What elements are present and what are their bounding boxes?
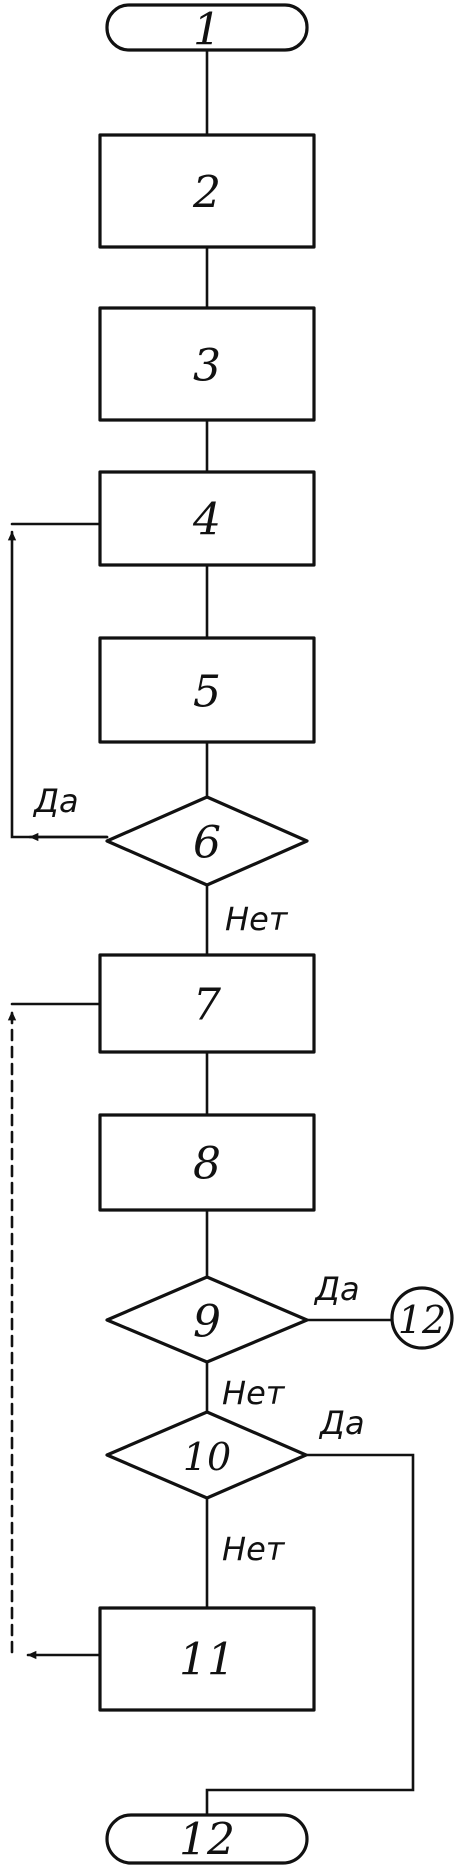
decision-9 bbox=[105, 1275, 309, 1364]
process-block-8 bbox=[98, 1113, 316, 1212]
decision-10-yes-label: Да bbox=[318, 1404, 365, 1442]
decision-10 bbox=[105, 1410, 308, 1500]
process-block-5 bbox=[98, 636, 316, 744]
process-block-7 bbox=[98, 953, 316, 1054]
decision-9-yes-label: Да bbox=[313, 1270, 360, 1308]
process-block-11-label: 11 bbox=[179, 1635, 235, 1686]
decision-6 bbox=[105, 795, 309, 887]
decision-9-no-label: Нет bbox=[222, 1374, 286, 1412]
process-block-3 bbox=[98, 306, 316, 422]
decision-9-label: 9 bbox=[193, 1297, 221, 1348]
process-block-11 bbox=[98, 1606, 316, 1712]
decision-10-label: 10 bbox=[183, 1435, 231, 1479]
end-terminator-label: 12 bbox=[179, 1815, 235, 1866]
process-block-4-label: 4 bbox=[192, 495, 221, 546]
decision-6-label: 6 bbox=[193, 818, 221, 869]
end-terminator bbox=[105, 1813, 309, 1865]
process-block-7-label: 7 bbox=[193, 980, 221, 1031]
start-terminator bbox=[105, 3, 309, 52]
process-block-3-label: 3 bbox=[193, 341, 221, 392]
start-terminator-label: 1 bbox=[193, 5, 221, 56]
process-block-2 bbox=[98, 133, 316, 249]
process-block-2-label: 2 bbox=[192, 168, 221, 219]
offpage-connector-12-label: 12 bbox=[398, 1298, 446, 1342]
process-block-4 bbox=[98, 470, 316, 567]
decision-10-no-label: Нет bbox=[222, 1530, 286, 1568]
decision-6-no-label: Нет bbox=[225, 900, 289, 938]
offpage-connector-12 bbox=[390, 1286, 454, 1350]
process-block-5-label: 5 bbox=[193, 667, 221, 718]
connector-10-to-end bbox=[205, 1453, 415, 1817]
process-block-8-label: 8 bbox=[193, 1139, 221, 1190]
decision-6-yes-label: Да bbox=[32, 782, 79, 820]
